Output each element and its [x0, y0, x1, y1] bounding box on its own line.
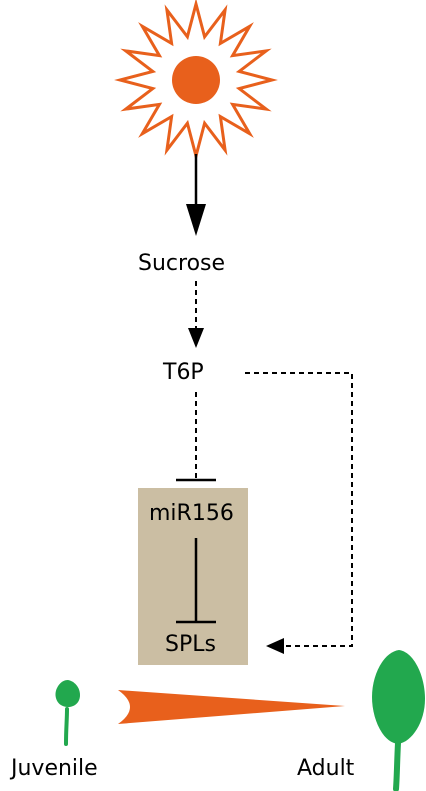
- sun-icon: [114, 0, 278, 162]
- node-spls: SPLs: [165, 632, 216, 657]
- label-juvenile: Juvenile: [11, 756, 98, 781]
- adult-plant-icon: [372, 650, 425, 791]
- node-mir156: miR156: [149, 501, 234, 526]
- developmental-wedge-icon: [118, 690, 345, 724]
- sun-core: [172, 56, 220, 104]
- juvenile-plant-icon: [55, 680, 80, 746]
- inhibition-mir156-to-spls: [176, 538, 216, 624]
- node-t6p: T6P: [163, 360, 204, 385]
- node-sucrose: Sucrose: [138, 251, 226, 276]
- arrow-sucrose-to-t6p: [188, 281, 204, 348]
- mir156-spls-box: [138, 488, 248, 665]
- arrow-sun-to-sucrose: [186, 154, 206, 236]
- inhibition-t6p-to-mir156: [176, 392, 216, 482]
- label-adult: Adult: [297, 756, 355, 781]
- arrow-t6p-to-spls: [245, 372, 353, 654]
